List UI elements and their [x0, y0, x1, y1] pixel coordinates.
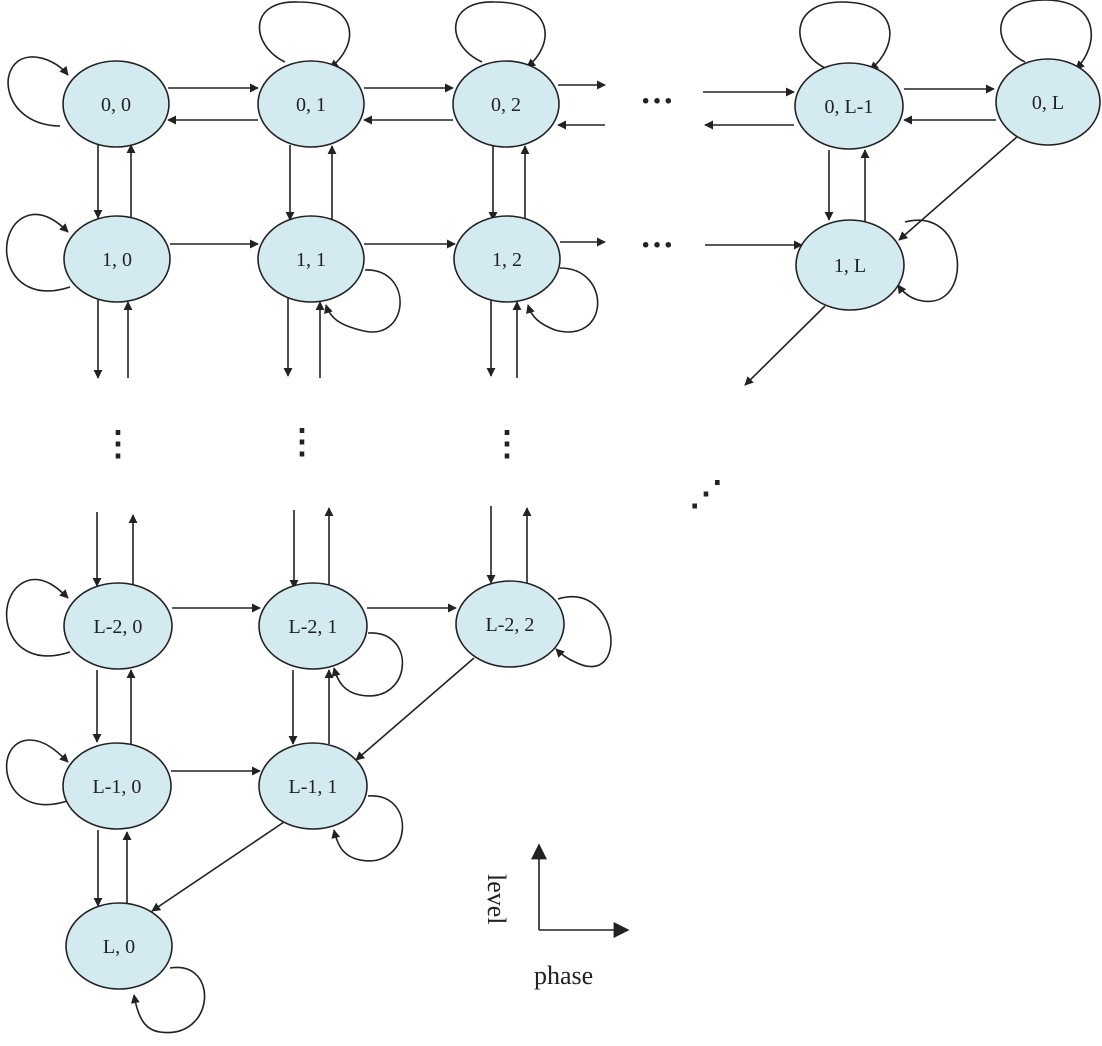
- vertical-ellipsis-col-0: ⋮: [101, 426, 135, 463]
- diagonal-ellipsis: ⋰: [689, 476, 723, 513]
- nodes: 0, 0 0, 1 0, 2 0, L-1 0, L 1, 0 1, 1 1: [62, 58, 1101, 990]
- edge-0L-to-1L: [898, 135, 1019, 241]
- node-0-1: 0, 1: [257, 60, 365, 148]
- self-loop-L22: [555, 596, 612, 668]
- phase-axis-label: phase: [534, 961, 593, 990]
- self-loop-01: [258, 1, 351, 69]
- node-L-2-0: L-2, 0: [63, 582, 173, 670]
- node-label: L-1, 1: [289, 776, 338, 798]
- self-loop-L0: [130, 966, 206, 1034]
- node-label: L, 0: [103, 936, 135, 958]
- node-label: 0, L: [1032, 92, 1064, 114]
- node-label: 0, 1: [296, 94, 326, 116]
- node-0-L: 0, L: [995, 58, 1101, 146]
- self-loop-00: [7, 56, 69, 127]
- node-label: L-2, 0: [94, 616, 143, 638]
- node-L-2-2: L-2, 2: [455, 580, 565, 668]
- node-label: 0, 0: [101, 94, 131, 116]
- node-L-1-0: L-1, 0: [62, 742, 172, 830]
- node-label: 0, 2: [491, 94, 521, 116]
- self-loop-12: [526, 267, 599, 333]
- node-0-L-1: 0, L-1: [794, 62, 904, 150]
- ellipsis-marks: ··· ··· ⋮ ⋮ ⋮ ⋰: [101, 83, 723, 513]
- level-axis-label: level: [482, 874, 511, 925]
- edges: [5, 0, 1093, 1034]
- self-loop-L20: [5, 578, 71, 657]
- node-label: L-2, 2: [486, 614, 535, 636]
- node-label: 0, L-1: [825, 96, 874, 118]
- self-loop-02: [455, 1, 546, 68]
- node-label: 1, 0: [102, 249, 132, 271]
- node-0-0: 0, 0: [62, 60, 170, 148]
- node-label: L-1, 0: [93, 776, 142, 798]
- vertical-ellipsis-col-2: ⋮: [490, 426, 524, 463]
- node-L-1-1: L-1, 1: [258, 742, 368, 830]
- node-L-0: L, 0: [65, 902, 173, 990]
- node-1-0: 1, 0: [63, 215, 171, 303]
- horizontal-ellipsis-row-0: ···: [640, 83, 674, 120]
- node-1-2: 1, 2: [453, 215, 561, 303]
- node-label: L-2, 1: [289, 616, 338, 638]
- node-label: 1, 2: [492, 249, 522, 271]
- node-1-L: 1, L: [795, 219, 905, 311]
- self-loop-0L1: [799, 1, 891, 71]
- self-loop-L11: [331, 795, 404, 862]
- self-loop-L10: [5, 739, 71, 806]
- axes-legend: level phase: [482, 843, 630, 990]
- node-L-2-1: L-2, 1: [258, 582, 368, 670]
- edge-1L-down-left: [744, 305, 826, 386]
- edge-L11-to-L0: [151, 821, 285, 912]
- self-loop-10: [5, 213, 71, 292]
- self-loop-L21: [331, 632, 404, 697]
- node-label: 1, L: [834, 255, 866, 277]
- self-loop-0L: [1000, 0, 1093, 70]
- node-0-2: 0, 2: [452, 60, 560, 148]
- horizontal-ellipsis-row-1: ···: [640, 227, 674, 264]
- edge-L22-to-L11: [355, 657, 475, 761]
- node-label: 1, 1: [296, 249, 326, 271]
- self-loop-1L: [897, 219, 959, 303]
- self-loop-11: [324, 269, 401, 333]
- vertical-ellipsis-col-1: ⋮: [285, 424, 319, 461]
- node-1-1: 1, 1: [257, 215, 365, 303]
